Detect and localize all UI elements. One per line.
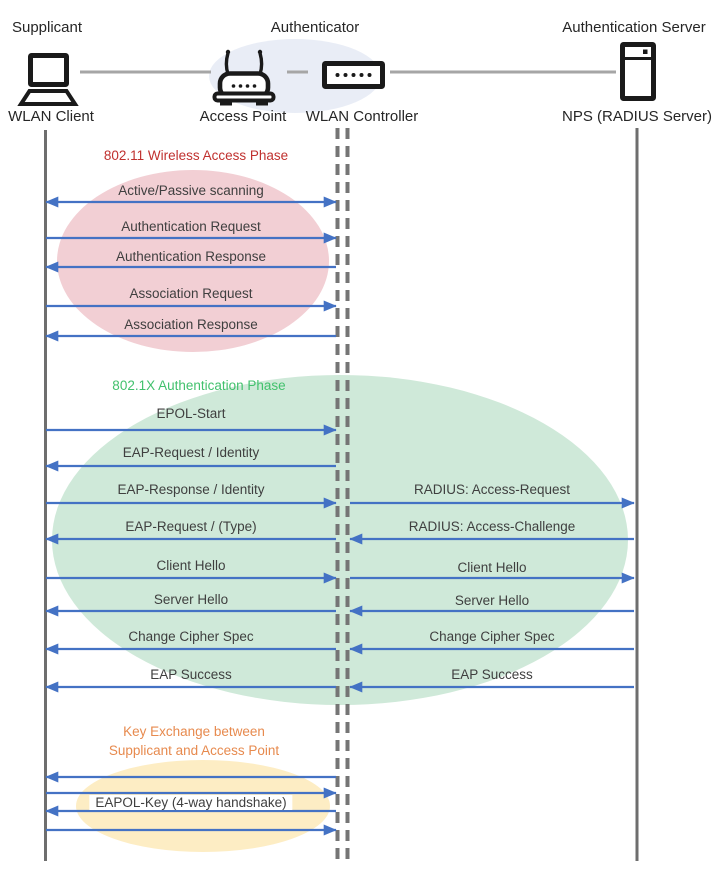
role-label-supplicant: Supplicant [11,19,83,36]
access-point-icon [212,49,276,106]
phase-title-key-exchange-line2: Supplicant and Access Point [108,743,280,758]
device-label-access-point: Access Point [199,108,287,125]
phase-8021x-ellipse [52,375,628,705]
phase-title-key-exchange-line1: Key Exchange between [123,724,265,739]
device-label-nps-radius-server: NPS (RADIUS Server) [561,108,713,125]
role-label-authentication-server: Authentication Server [562,19,706,36]
phase-wireless-access-ellipse [57,170,329,352]
phase-title-key-exchange: Key Exchange between Supplicant and Acce… [109,722,279,760]
device-label-wlan-client: WLAN Client [8,108,94,125]
message-arrows-layer [45,196,635,836]
device-label-wlan-controller: WLAN Controller [305,108,419,125]
server-icon [620,42,656,101]
laptop-icon [17,53,79,106]
phase-title-8021x-authentication: 802.1X Authentication Phase [112,378,286,393]
phase-title-wireless-access: 802.11 Wireless Access Phase [103,148,289,163]
role-label-authenticator: Authenticator [270,19,360,36]
wlan-controller-icon [322,61,385,89]
phase-key-exchange-ellipse [76,760,330,852]
